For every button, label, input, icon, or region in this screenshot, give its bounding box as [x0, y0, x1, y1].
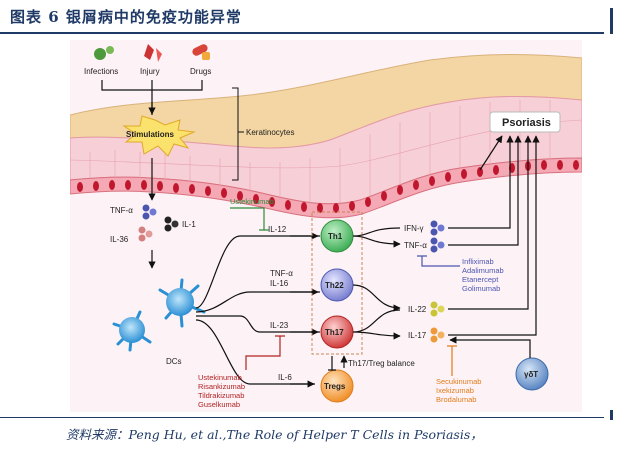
arrow-skin-to-psoriasis: [479, 135, 503, 171]
output-il17-label: IL-17: [408, 331, 427, 340]
cytokine-il36: IL-36: [110, 226, 153, 244]
drug-tnfa-1: Adalimumab: [462, 266, 504, 275]
dots-tnfa: [430, 237, 445, 253]
th22-label: Th22: [325, 281, 344, 290]
balance-label: Th17/Treg balance: [348, 359, 415, 368]
drug-il23-1: Risankizumab: [198, 382, 245, 391]
arrow-gdt-to-il17: [449, 336, 531, 358]
cytokine-il1: IL-1: [164, 216, 196, 232]
tregs-cell: [320, 369, 354, 403]
arrow-il17-to-psoriasis: [448, 135, 540, 336]
drug-il23-2: Tildrakizumab: [198, 391, 244, 400]
drug-il23-3: Guselkumab: [198, 400, 240, 409]
svg-text:Injury: Injury: [140, 67, 160, 76]
stimulations-burst: [122, 115, 196, 157]
dc-output-lines: [195, 235, 320, 385]
side-mark-bottom: [610, 410, 613, 420]
drug-il17-2: Brodalumab: [436, 395, 476, 404]
skin-basal-layer: [70, 157, 582, 219]
svg-text:DCs: DCs: [166, 357, 182, 366]
tregs-label: Tregs: [324, 382, 346, 391]
path-il6-label: IL-6: [278, 373, 292, 382]
th1-outputs: [352, 227, 400, 244]
path-il23-label: IL-23: [270, 321, 289, 330]
svg-text:Drugs: Drugs: [190, 67, 211, 76]
balance-inhibit: [328, 356, 336, 371]
th17-outputs: [352, 309, 400, 336]
drug-tnfa-3: Golimumab: [462, 284, 500, 293]
basal-nuclei: [77, 160, 579, 213]
dots-ifng: [430, 220, 445, 236]
inhibit-tnfa: [417, 255, 460, 267]
output-tnfa-label: TNF-α: [404, 241, 427, 250]
title-rule: [0, 32, 604, 34]
keratinocytes-label: Keratinocytes: [246, 128, 294, 137]
psoriasis-immune-diagram: Infections Injury Drugs Stimulations Ker…: [70, 40, 582, 412]
arrow-il22-to-psoriasis: [448, 135, 532, 310]
inhibit-ustekinumab-il12: [230, 207, 269, 231]
arrow-ifng-to-psoriasis: [448, 135, 514, 229]
drug-il23-0: Ustekinumab: [198, 373, 242, 382]
path-tnfa-label: TNF-α: [270, 269, 293, 278]
arrow-tnfa-to-psoriasis: [448, 135, 522, 246]
drug-tnfa-2: Etanercept: [462, 275, 499, 284]
gdt-label: γδT: [524, 370, 538, 379]
stimulations-label: Stimulations: [126, 130, 175, 139]
drug-il17-1: Ixekizumab: [436, 386, 474, 395]
path-il16-label: IL-16: [270, 279, 289, 288]
inhibit-il17: [447, 345, 457, 376]
dots-il17: [430, 327, 445, 343]
svg-text:IL-1: IL-1: [182, 220, 196, 229]
drug-tnfa-0: Infliximab: [462, 257, 494, 266]
source-rule: [0, 417, 604, 418]
svg-text:IL-36: IL-36: [110, 235, 129, 244]
trigger-drugs: Drugs: [190, 44, 211, 76]
th1-label: Th1: [328, 232, 343, 241]
source-note: 资料来源：Peng Hu, et al.,The Role of Helper …: [66, 427, 483, 442]
keratinocytes-brace: [232, 87, 244, 181]
dots-il22: [430, 301, 445, 317]
svg-text:Infections: Infections: [84, 67, 118, 76]
side-mark-top: [610, 8, 613, 34]
path-il12-label: IL-12: [268, 225, 287, 234]
svg-text:TNF-α: TNF-α: [110, 206, 133, 215]
dendritic-cells: DCs: [112, 278, 206, 366]
output-ifng-label: IFN-γ: [404, 224, 424, 233]
psoriasis-label: Psoriasis: [502, 117, 551, 129]
cytokine-tnfa-top: TNF-α: [110, 204, 157, 220]
th22-output: [352, 284, 401, 312]
drug-il17-0: Secukinumab: [436, 377, 481, 386]
trigger-injury: Injury: [140, 44, 162, 76]
inhibit-il23: [245, 335, 285, 370]
th17-label: Th17: [325, 328, 344, 337]
psoriasis-box: [489, 111, 561, 133]
th-cells-dashed-box: [311, 211, 363, 355]
gdt-cell: [515, 357, 549, 391]
drug-il12-0: Ustekinumab: [230, 197, 274, 206]
trigger-infections: Infections: [84, 46, 118, 76]
output-il22-label: IL-22: [408, 305, 427, 314]
figure-title: 图表 6 银屑病中的免疫功能异常: [10, 8, 242, 26]
